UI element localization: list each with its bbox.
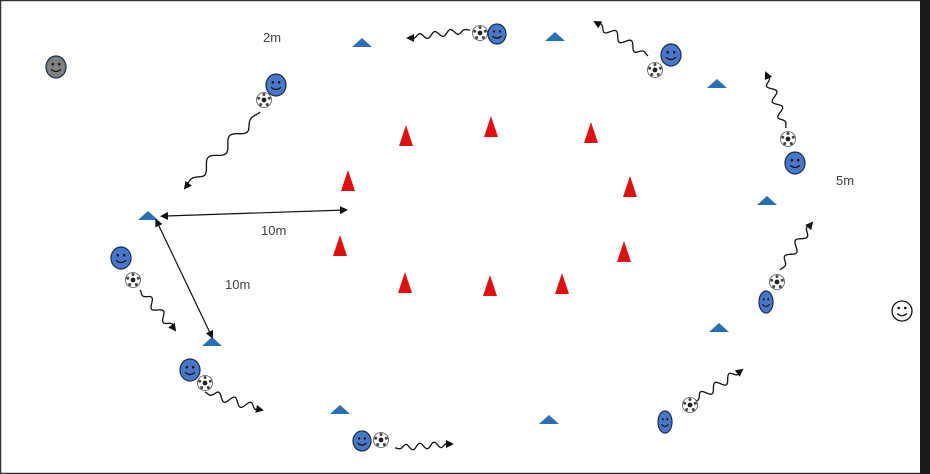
red-cone-icon bbox=[398, 272, 412, 293]
soccer-ball-icon bbox=[125, 272, 141, 288]
paths-layer bbox=[139, 21, 814, 451]
wavy-arrow-icon bbox=[691, 368, 744, 403]
coach-grey-smiley-icon bbox=[45, 55, 67, 79]
label-2m: 2m bbox=[263, 30, 281, 45]
wavy-arrow-icon bbox=[406, 28, 470, 42]
soccer-ball-icon bbox=[197, 375, 213, 391]
measure-horizontal-arrow bbox=[160, 206, 348, 220]
blue-cone-icon bbox=[352, 38, 372, 47]
blue-cone-icon bbox=[707, 79, 727, 88]
blue-cone-icon bbox=[330, 405, 350, 414]
soccer-ball-icon bbox=[769, 274, 785, 290]
red-cone-icon bbox=[623, 176, 637, 197]
player-smiley-icon bbox=[784, 151, 806, 175]
coach-outline-smiley-icon bbox=[891, 300, 913, 322]
blue-cone-icon bbox=[757, 196, 777, 205]
measure-diagonal-arrow bbox=[155, 218, 214, 339]
red-cone-icon bbox=[333, 235, 347, 256]
red-cone-icon bbox=[341, 170, 355, 191]
label-10m-diagonal: 10m bbox=[225, 277, 250, 292]
frame-right-edge bbox=[920, 0, 930, 474]
player-smiley-icon bbox=[487, 23, 507, 45]
wavy-arrow-icon bbox=[183, 111, 261, 190]
red-cone-icon bbox=[399, 125, 413, 146]
blue-cone-icon bbox=[202, 337, 222, 346]
label-10m-horizontal: 10m bbox=[261, 223, 286, 238]
blue-cone-icon bbox=[539, 415, 559, 424]
label-5m: 5m bbox=[836, 173, 854, 188]
soccer-ball-icon bbox=[256, 92, 272, 108]
blue-cone-icon bbox=[709, 323, 729, 332]
soccer-ball-icon bbox=[682, 397, 698, 413]
player-smiley-icon bbox=[352, 430, 372, 452]
player-smiley-icon bbox=[660, 43, 682, 67]
blue-cone-icon bbox=[545, 32, 565, 41]
cones-layer bbox=[138, 32, 777, 424]
soccer-ball-icon bbox=[780, 131, 796, 147]
blue-cone-icon bbox=[138, 211, 158, 220]
wavy-arrow-icon bbox=[593, 21, 649, 57]
red-cone-icon bbox=[584, 122, 598, 143]
players-layer bbox=[45, 23, 913, 452]
red-cone-icon bbox=[555, 273, 569, 294]
red-cone-icon bbox=[483, 275, 497, 296]
red-cone-icon bbox=[617, 241, 631, 262]
wavy-arrow-icon bbox=[204, 391, 264, 413]
red-cone-icon bbox=[484, 116, 498, 137]
soccer-ball-icon bbox=[373, 432, 389, 448]
soccer-ball-icon bbox=[472, 25, 488, 41]
soccer-ball-icon bbox=[647, 62, 663, 78]
wavy-arrow-icon bbox=[395, 440, 454, 451]
wavy-arrow-icon bbox=[764, 71, 787, 129]
wavy-arrow-icon bbox=[779, 221, 814, 271]
player-smiley-icon bbox=[758, 290, 774, 314]
player-smiley-icon bbox=[179, 358, 201, 382]
player-smiley-icon bbox=[657, 410, 673, 434]
player-smiley-icon bbox=[265, 73, 287, 97]
player-smiley-icon bbox=[110, 246, 132, 270]
balls-layer bbox=[125, 25, 796, 448]
wavy-arrow-icon bbox=[139, 289, 177, 332]
